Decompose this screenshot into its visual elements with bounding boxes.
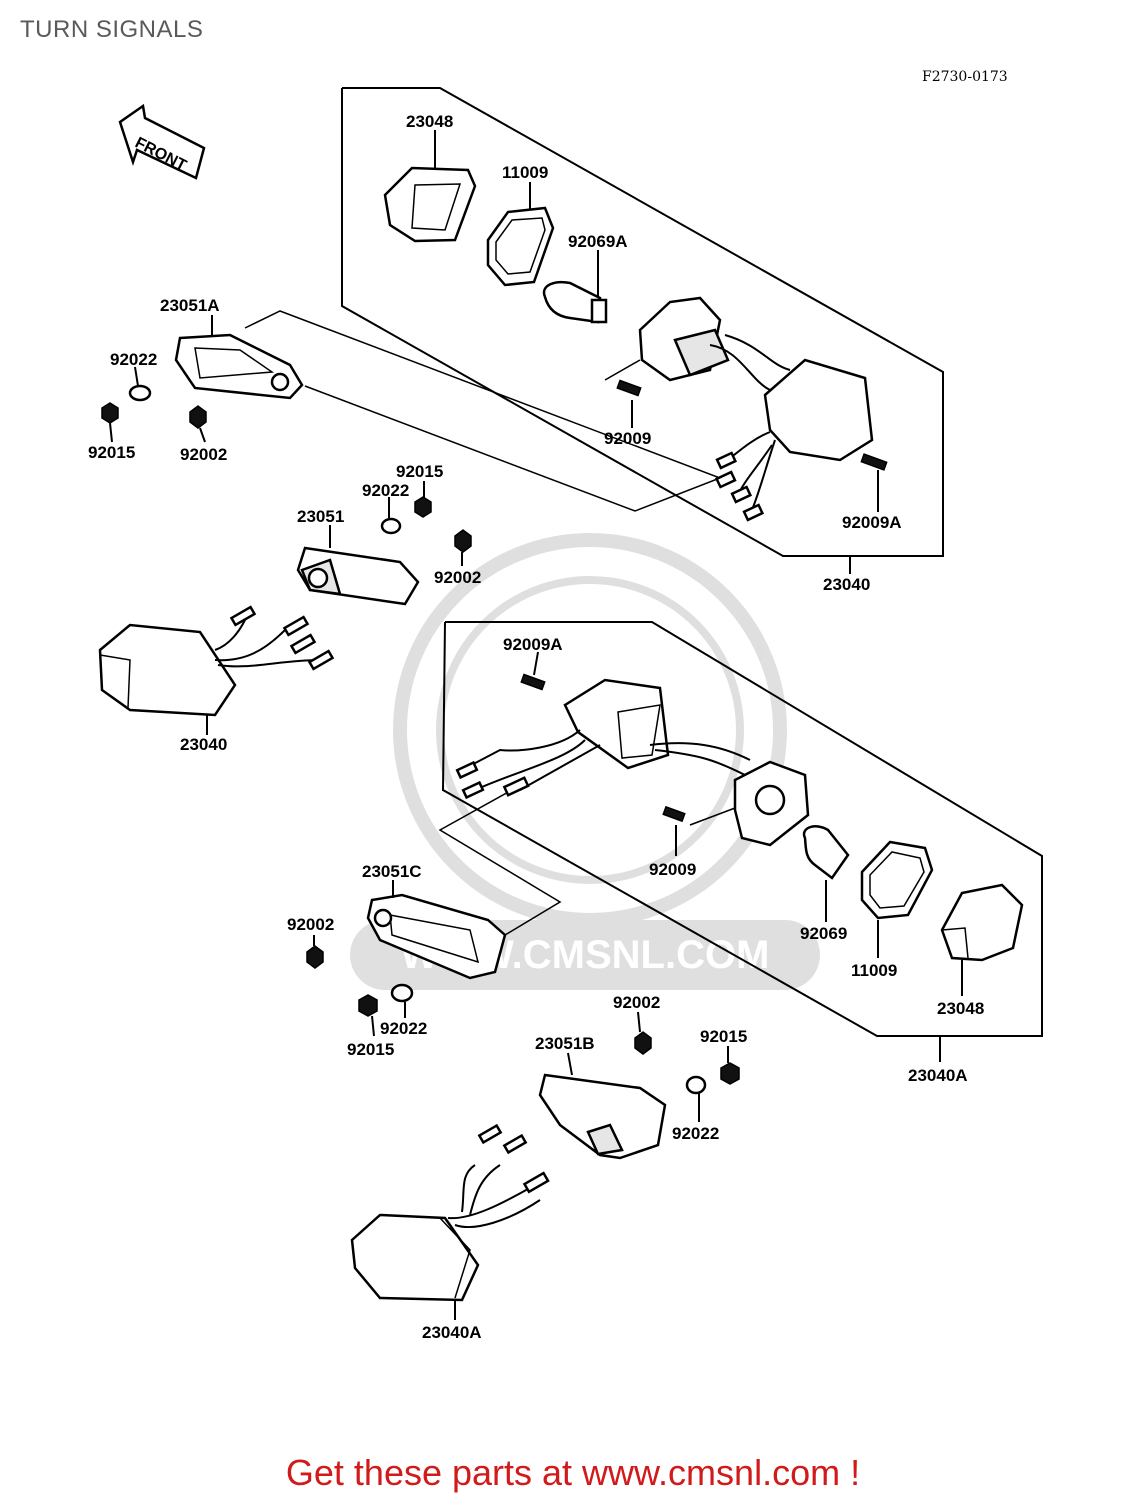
label-92069: 92069 [800, 924, 847, 943]
label-23040-upper: 23040 [823, 575, 870, 594]
nut-92015-c [358, 994, 378, 1037]
label-92069A: 92069A [568, 232, 628, 251]
gasket-11009-lower [860, 840, 934, 958]
turn-signal-23040A [350, 1123, 550, 1320]
bracket-23051A [174, 315, 304, 400]
label-92022-b: 92022 [362, 481, 409, 500]
bolt-92002-c [306, 935, 324, 969]
bolt-92002-a [189, 405, 207, 443]
label-23051: 23051 [297, 507, 344, 526]
screw-92009-upper [616, 379, 642, 428]
guide-line-23051C [438, 789, 562, 936]
label-92009-lower: 92009 [649, 860, 696, 879]
housing-lower [455, 678, 810, 847]
label-92022-c: 92022 [380, 1019, 427, 1038]
washer-92022-d [685, 1075, 707, 1122]
label-92015-c: 92015 [347, 1040, 394, 1059]
housing-upper [638, 296, 874, 522]
label-11009-upper: 11009 [502, 163, 548, 182]
turn-signal-23040-left [98, 605, 335, 735]
drawing-code: F2730-0173 [922, 69, 1008, 85]
label-92002-d: 92002 [613, 993, 660, 1012]
nut-92015-d [720, 1046, 740, 1085]
guide-line-92009 [604, 359, 641, 381]
label-92009A-upper: 92009A [842, 513, 902, 532]
label-92009-upper: 92009 [604, 429, 651, 448]
nut-92015-a [101, 402, 119, 443]
label-92015-d: 92015 [700, 1027, 747, 1046]
bulb-92069A [542, 250, 608, 324]
label-92002-a: 92002 [180, 445, 227, 464]
label-92022-d: 92022 [672, 1124, 719, 1143]
footer-link[interactable]: Get these parts at www.cmsnl.com ! [285, 1452, 861, 1493]
lens-23048-lower [940, 883, 1024, 996]
label-23051A: 23051A [160, 296, 220, 315]
washer-92022-c [390, 983, 414, 1018]
screw-92009-lower [662, 805, 686, 856]
lens-23048-upper [383, 130, 477, 243]
bracket-23051C [366, 880, 507, 980]
bolt-92002-d [634, 1011, 652, 1055]
label-23040-left: 23040 [180, 735, 227, 754]
label-92015-b: 92015 [396, 462, 443, 481]
screw-92009A-lower [520, 651, 546, 691]
label-92015-a: 92015 [88, 443, 135, 462]
bracket-23051B [538, 1052, 667, 1160]
gasket-11009-upper [486, 182, 555, 287]
label-23040A-upper: 23040A [908, 1066, 968, 1085]
guide-line-92009-lower [689, 807, 736, 826]
nut-92015-b [414, 481, 432, 518]
label-23048-upper: 23048 [406, 112, 453, 131]
screw-92009A-upper [860, 453, 888, 512]
front-arrow-icon: FRONT [118, 103, 206, 180]
assembly-frame-23040 [341, 87, 944, 557]
label-23051B: 23051B [535, 1034, 595, 1053]
washer-92022-b [380, 497, 402, 535]
label-11009-lower: 11009 [851, 961, 897, 980]
assembly-frame-23040A [441, 621, 1043, 1037]
label-23048-lower: 23048 [937, 999, 984, 1018]
bracket-23051 [296, 525, 420, 606]
label-23051C: 23051C [362, 862, 422, 881]
bolt-92002-b [454, 529, 472, 566]
label-92009A-lower: 92009A [503, 635, 563, 654]
label-92002-c: 92002 [287, 915, 334, 934]
page-title: TURN SIGNALS [20, 16, 204, 43]
bulb-92069 [802, 825, 850, 922]
label-92022-a: 92022 [110, 350, 157, 369]
label-92002-b: 92002 [434, 568, 481, 587]
washer-92022-a [128, 366, 152, 402]
label-23040A-lower: 23040A [422, 1323, 482, 1342]
